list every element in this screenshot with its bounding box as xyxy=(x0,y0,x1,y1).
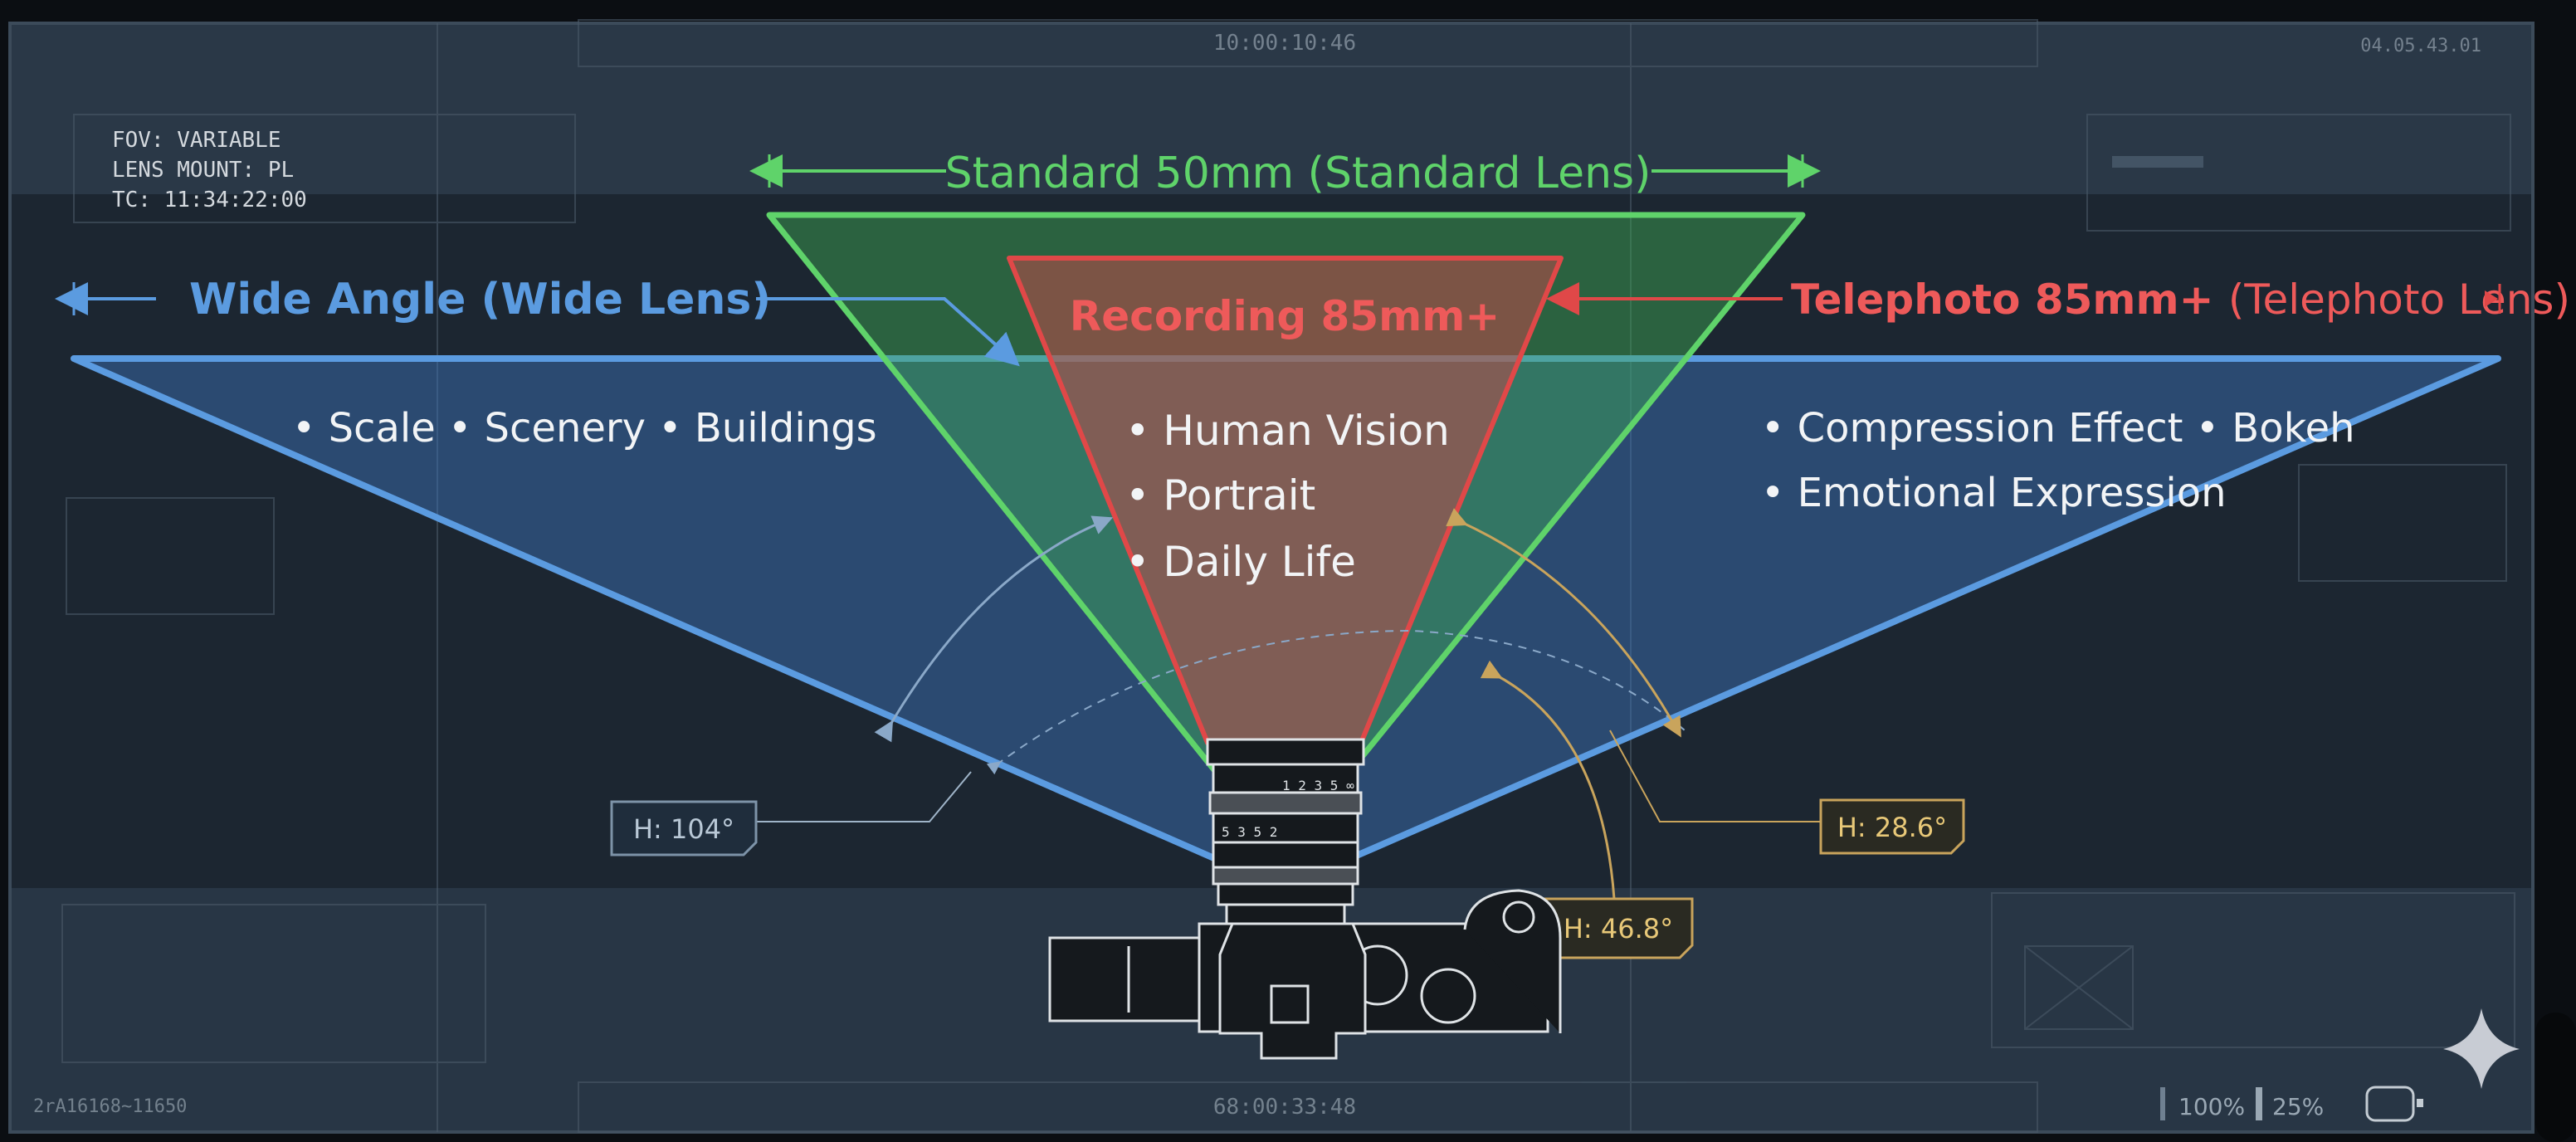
wide-angle-arc xyxy=(874,515,1114,743)
svg-text:• Portrait: • Portrait xyxy=(1125,471,1315,520)
top-right-code: 04.05.43.01 xyxy=(2360,36,2481,56)
wide-angle-value: H: 104° xyxy=(633,813,734,845)
camera-icon xyxy=(1048,738,1562,1060)
info-panel: FOV: VARIABLE LENS MOUNT: PL TC: 11:34:2… xyxy=(112,128,307,212)
telephoto-angle-value: H: 28.6° xyxy=(1837,812,1947,843)
bottom-left-code: 2rA16168~11650 xyxy=(33,1096,187,1117)
svg-text:5 3 5 2: 5 3 5 2 xyxy=(1222,824,1277,840)
recording-label: Recording 85mm+ xyxy=(1070,292,1500,340)
standard-bullets: • Human Vision • Portrait • Daily Life xyxy=(1125,407,1450,586)
standard-angle-value: H: 46.8° xyxy=(1564,913,1673,944)
zoom-level: 100% xyxy=(2178,1093,2245,1120)
telephoto-lens-label: Telephoto 85mm+ (Telephoto Lens) xyxy=(1791,276,2570,324)
bottom-timecode: 68:00:33:48 xyxy=(1213,1095,1356,1120)
svg-text:1 2 3 5 ∞: 1 2 3 5 ∞ xyxy=(1282,778,1354,793)
standard-lens-label: Standard 50mm (Standard Lens) xyxy=(945,149,1651,198)
standard-angle-label: H: 46.8° xyxy=(1543,897,1694,959)
dashed-arc xyxy=(986,629,1686,775)
top-timecode: 10:00:10:46 xyxy=(1213,31,1356,56)
telephoto-label-suffix: (Telephoto Lens) xyxy=(2228,276,2570,324)
svg-text:• Human Vision: • Human Vision xyxy=(1125,407,1450,455)
tc-text: TC: 11:34:22:00 xyxy=(112,188,307,212)
sparkle-icon[interactable] xyxy=(2443,1008,2520,1089)
telephoto-angle-arc xyxy=(1446,508,1681,738)
battery-icon xyxy=(2365,1086,2423,1122)
battery-level: 25% xyxy=(2272,1093,2324,1120)
wide-lens-label: Wide Angle (Wide Lens) xyxy=(189,275,771,325)
telephoto-angle-label: H: 28.6° xyxy=(1819,798,1965,855)
telephoto-bullets: • Compression Effect • Bokeh • Emotional… xyxy=(1761,405,2355,516)
wide-angle-label: H: 104° xyxy=(610,800,758,856)
svg-text:• Emotional Expression: • Emotional Expression xyxy=(1761,470,2227,516)
svg-text:• Daily Life: • Daily Life xyxy=(1125,538,1356,586)
telephoto-label-main: Telephoto 85mm+ xyxy=(1791,276,2228,324)
wide-bullets: • Scale • Scenery • Buildings xyxy=(292,405,877,451)
lens-mount-text: LENS MOUNT: PL xyxy=(112,158,294,183)
svg-text:• Compression Effect • Bokeh: • Compression Effect • Bokeh xyxy=(1761,405,2355,451)
standard-angle-arc xyxy=(1480,660,1616,900)
fov-text: FOV: VARIABLE xyxy=(112,128,281,153)
